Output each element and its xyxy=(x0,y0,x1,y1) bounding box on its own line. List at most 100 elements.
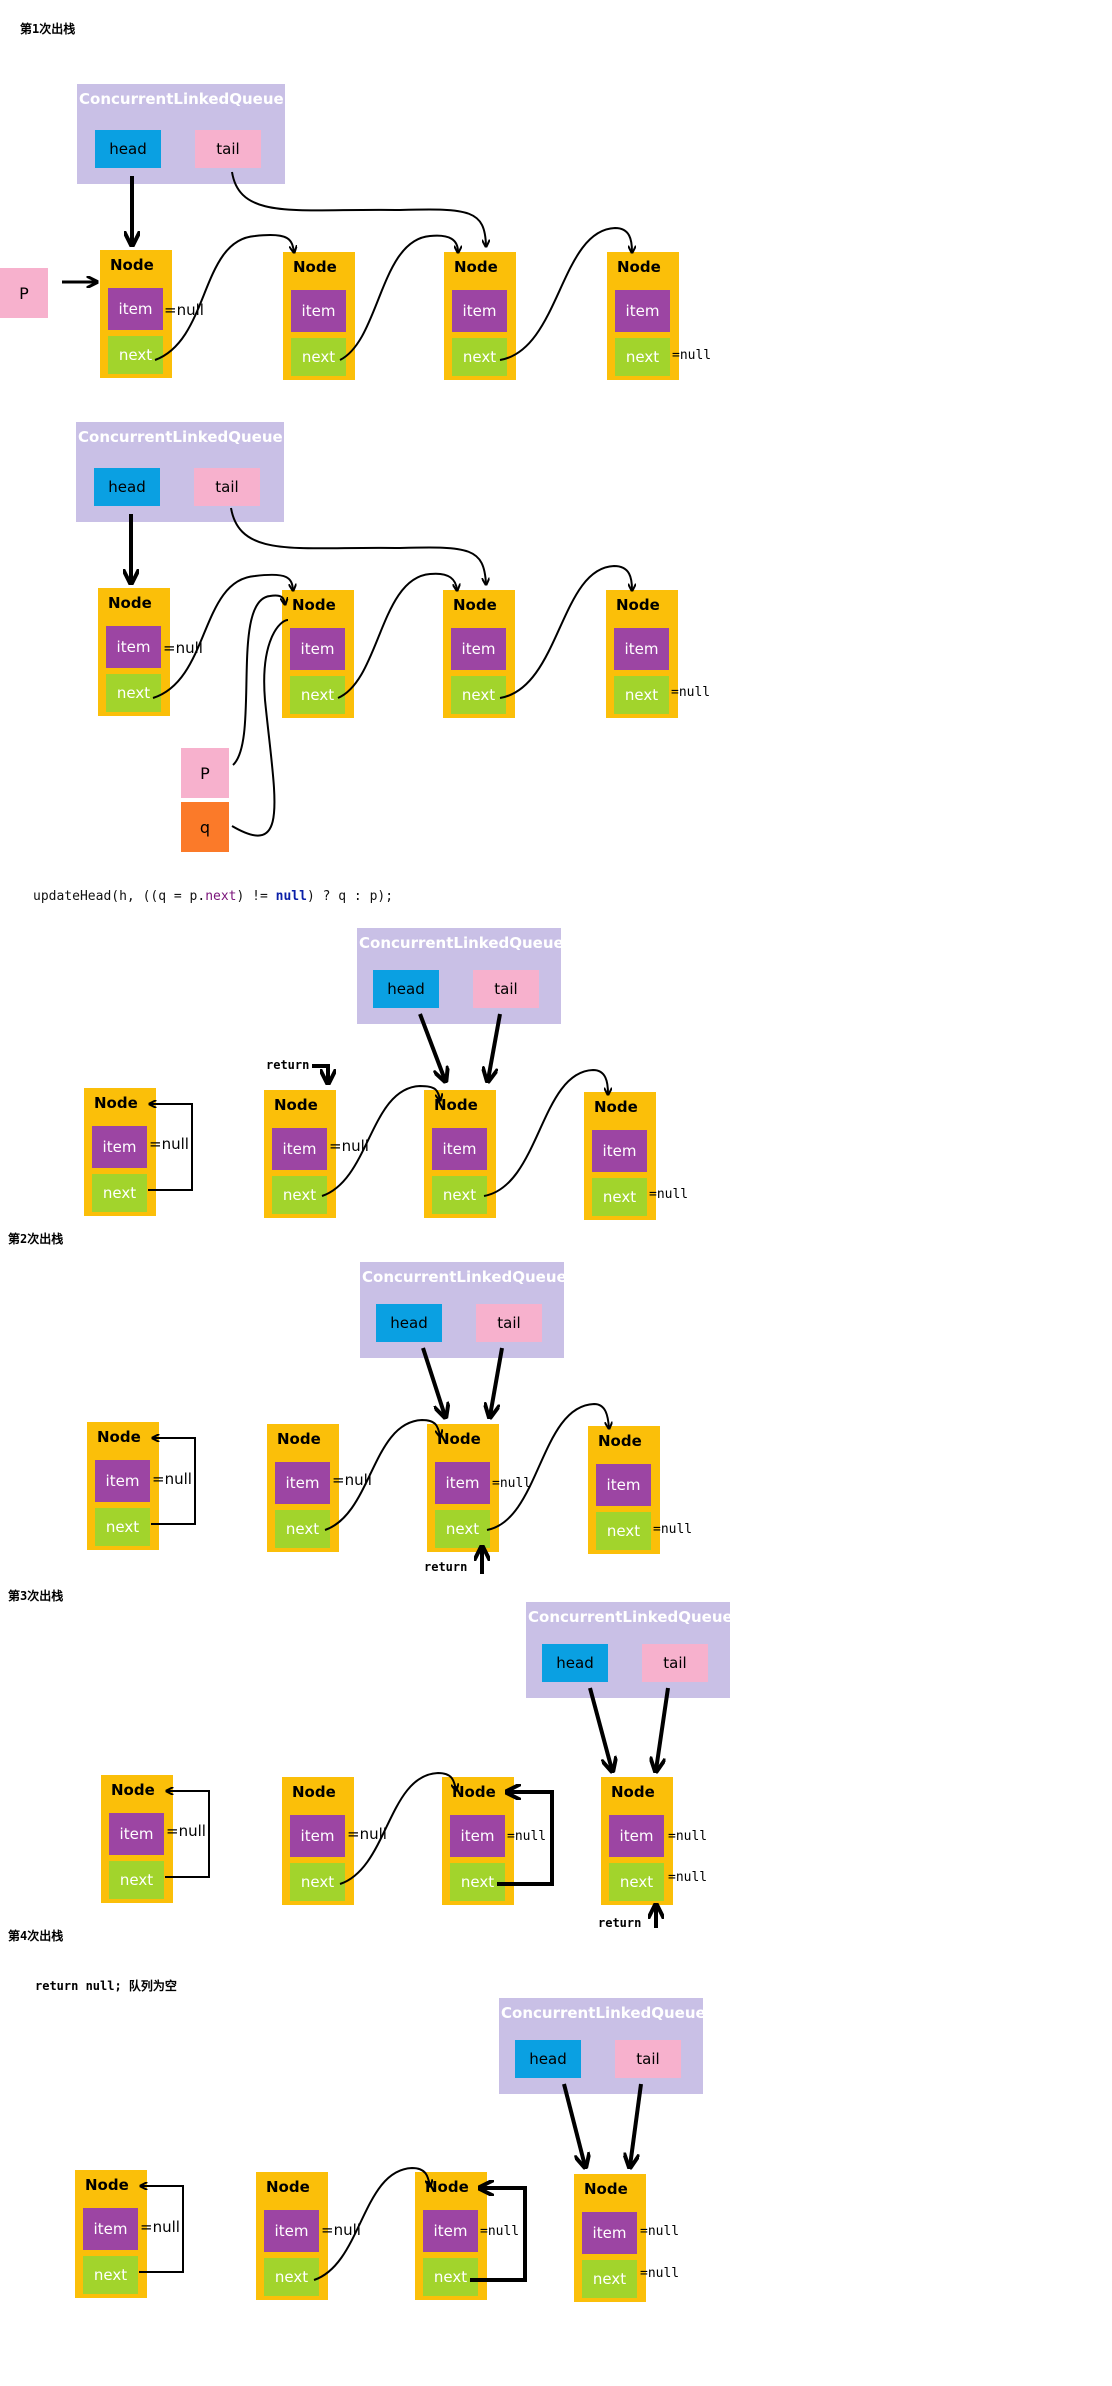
node-next: next xyxy=(596,1512,651,1550)
code-suffix: ) ? q : p); xyxy=(306,889,394,904)
tail-pointer: tail xyxy=(194,468,260,506)
queue-title: ConcurrentLinkedQueue xyxy=(359,934,564,952)
null-label: =null xyxy=(671,685,711,700)
tail-arrow xyxy=(656,1687,670,1770)
node-title: Node xyxy=(111,1781,155,1799)
self-loop xyxy=(139,2186,184,2273)
self-loop-thick xyxy=(497,1792,554,1886)
code-update-head: updateHead(h, ((q = p.next) != null) ? q… xyxy=(33,889,393,904)
head-pointer: head xyxy=(376,1304,442,1342)
null-label: =null xyxy=(163,639,203,657)
node-item: item xyxy=(609,1815,664,1857)
node-title: Node xyxy=(437,1430,481,1448)
self-loop xyxy=(148,1104,193,1191)
node-title: Node xyxy=(594,1098,638,1116)
queue-section-4: ConcurrentLinkedQueue head tail xyxy=(360,1262,567,1358)
pointer-q: q xyxy=(181,802,229,852)
return-label: return xyxy=(598,1916,642,1930)
node-s4-1: Node item next xyxy=(87,1422,159,1550)
node-item: item xyxy=(92,1126,147,1168)
next-link xyxy=(339,1771,456,1885)
node-item: item xyxy=(451,628,506,670)
tail-pointer: tail xyxy=(642,1644,708,1682)
node-item: item xyxy=(264,2210,319,2252)
head-pointer: head xyxy=(373,970,439,1008)
node-title: Node xyxy=(454,258,498,276)
node-next: next xyxy=(452,338,507,376)
node-s1-1: Node item next xyxy=(100,250,172,378)
node-next: next xyxy=(290,1863,345,1901)
next-link xyxy=(152,573,293,699)
node-title: Node xyxy=(452,1783,496,1801)
tail-arrow xyxy=(630,2083,643,2166)
caption-pop-3: 第3次出栈 xyxy=(8,1589,64,1603)
null-label: =null xyxy=(149,1135,189,1153)
node-s5-4: Node item next xyxy=(601,1777,673,1905)
head-arrow xyxy=(421,1347,445,1416)
queue-section-2: ConcurrentLinkedQueue head tail xyxy=(76,422,284,522)
node-next: next xyxy=(435,1510,490,1548)
node-next: next xyxy=(614,676,669,714)
self-loop xyxy=(151,1438,196,1525)
head-pointer: head xyxy=(542,1644,608,1682)
node-s4-3: Node item next xyxy=(427,1424,499,1552)
head-arrow xyxy=(562,2083,585,2166)
null-label: =null xyxy=(649,1187,689,1202)
tail-pointer: tail xyxy=(615,2040,681,2078)
null-label: =null xyxy=(347,1825,387,1843)
node-title: Node xyxy=(277,1430,321,1448)
null-label: =null xyxy=(492,1476,532,1491)
node-title: Node xyxy=(266,2178,310,2196)
node-item: item xyxy=(108,288,163,330)
code-mid: ) != xyxy=(236,889,276,904)
return-label: return xyxy=(266,1058,310,1072)
node-next: next xyxy=(264,2258,319,2296)
queue-section-1: ConcurrentLinkedQueue head tail xyxy=(77,84,285,184)
null-label: =null xyxy=(640,2224,680,2239)
node-next: next xyxy=(109,1861,164,1899)
node-title: Node xyxy=(584,2180,628,2198)
head-pointer: head xyxy=(95,130,161,168)
node-item: item xyxy=(291,290,346,332)
tail-link xyxy=(230,507,486,584)
node-item: item xyxy=(615,290,670,332)
node-item: item xyxy=(290,628,345,670)
node-item: item xyxy=(423,2210,478,2252)
tail-arrow xyxy=(490,1347,504,1416)
node-s5-3: Node item next xyxy=(442,1777,514,1905)
null-label: =null xyxy=(672,348,712,363)
node-title: Node xyxy=(293,258,337,276)
null-label: =null xyxy=(329,1137,369,1155)
null-label: =null xyxy=(321,2221,361,2239)
return-null-text: return null; 队列为空 xyxy=(35,1979,177,1993)
node-title: Node xyxy=(598,1432,642,1450)
node-next: next xyxy=(609,1863,664,1901)
node-next: next xyxy=(450,1863,505,1901)
node-s3-4: Node item next xyxy=(584,1092,656,1220)
node-item: item xyxy=(582,2212,637,2254)
null-label: =null xyxy=(668,1829,708,1844)
node-item: item xyxy=(596,1464,651,1506)
queue-title: ConcurrentLinkedQueue xyxy=(79,90,284,108)
code-field: next xyxy=(205,889,237,904)
null-label: =null xyxy=(507,1829,547,1844)
queue-section-3: ConcurrentLinkedQueue head tail xyxy=(357,928,564,1024)
head-pointer: head xyxy=(515,2040,581,2078)
next-link xyxy=(337,572,457,699)
node-next: next xyxy=(275,1510,330,1548)
null-label: =null xyxy=(140,2218,180,2236)
node-next: next xyxy=(83,2256,138,2294)
node-next: next xyxy=(290,676,345,714)
node-s6-3: Node item next xyxy=(415,2172,487,2300)
node-next: next xyxy=(582,2260,637,2298)
return-arrow xyxy=(312,1064,328,1082)
node-s4-4: Node item next xyxy=(588,1426,660,1554)
pointer-p: P xyxy=(0,268,48,318)
node-item: item xyxy=(275,1462,330,1504)
node-item: item xyxy=(452,290,507,332)
node-s3-1: Node item next xyxy=(84,1088,156,1216)
null-label: =null xyxy=(640,2266,680,2281)
next-link xyxy=(321,1084,440,1197)
